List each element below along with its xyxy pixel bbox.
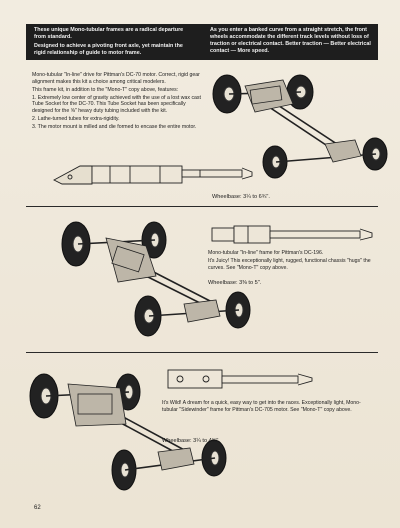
intro-banner: These unique Mono-tubular frames are a r… (26, 24, 378, 60)
section2-wheelbase: Wheelbase: 3⅜ to 5". (208, 280, 262, 286)
section1-feature-2: 2. Lathe-turned tubes for extra-rigidity… (32, 116, 120, 123)
divider-1 (26, 206, 378, 207)
banner-left-p2: Designed to achieve a pivoting front axl… (34, 43, 183, 56)
frame-dc705-side-view (167, 369, 313, 389)
section2-body: It's Juicy! This exceptionally light, ru… (208, 258, 371, 271)
banner-left-column: These unique Mono-tubular frames are a r… (26, 24, 202, 60)
chassis-dc196-illustration (61, 221, 251, 337)
section3-wheelbase: Wheelbase: 3¼ to 4⅝". (162, 438, 220, 444)
banner-right-column: As you enter a banked curve from a strai… (202, 24, 378, 60)
frame-dc70-side-view (53, 165, 253, 185)
section1-feature-1: 1. Extremely low center of gravity achie… (32, 94, 201, 114)
page-number: 62 (34, 505, 41, 511)
chassis-dc705-illustration (29, 373, 227, 491)
section3-text: It's Wild! A dream for a quick, easy way… (162, 400, 362, 415)
banner-left-p1: These unique Mono-tubular frames are a r… (34, 27, 184, 40)
banner-right-p1: As you enter a banked curve from a strai… (210, 27, 371, 54)
divider-2 (26, 352, 378, 353)
frame-dc196-side-view (211, 225, 373, 244)
section2-text: Mono-tubular "In-line" frame for Pittman… (208, 250, 380, 273)
section1-wheelbase: Wheelbase: 3¼ to 6¾". (212, 194, 270, 200)
section1-intro: Mono-tubular "In-line" drive for Pittman… (32, 72, 200, 85)
chassis-dc70-illustration (212, 74, 388, 179)
section1-lead: This frame kit, in addition to the "Mono… (32, 86, 179, 93)
section1-feature-3: 3. The motor mount is milled and die for… (32, 124, 197, 131)
section1-text: Mono-tubular "In-line" drive for Pittman… (32, 72, 204, 132)
section2-title: Mono-tubular "In-line" frame for Pittman… (208, 250, 324, 256)
section3-body: It's Wild! A dream for a quick, easy way… (162, 400, 361, 413)
